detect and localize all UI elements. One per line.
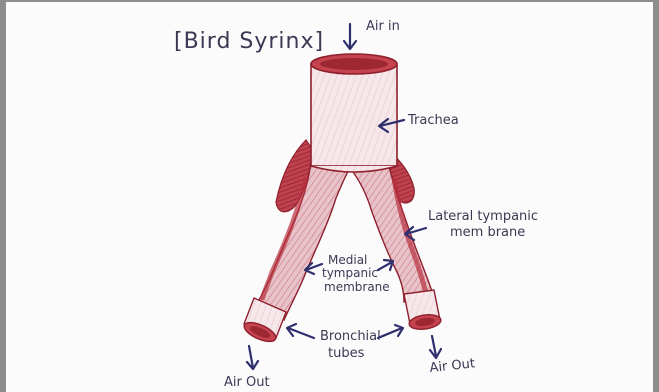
right-tube-end bbox=[404, 290, 442, 331]
medial-membrane-label-line3: membrane bbox=[324, 280, 390, 294]
air-out-right-label: Air Out bbox=[429, 356, 476, 376]
medial-membrane-label-line1: Medial bbox=[328, 253, 367, 267]
bronchial-label-line2: tubes bbox=[328, 346, 365, 361]
trachea-cylinder bbox=[311, 54, 397, 172]
lateral-membrane-label-line1: Lateral tympanic bbox=[428, 209, 538, 224]
medial-membrane-label-line2: tympanic bbox=[322, 266, 378, 280]
air-in-arrow bbox=[344, 24, 356, 49]
medial-membrane-arrow-right bbox=[378, 260, 393, 270]
air-out-right-arrow bbox=[430, 336, 441, 358]
lateral-membrane-label-line2: mem brane bbox=[450, 225, 525, 240]
air-in-label: Air in bbox=[366, 19, 400, 34]
diagram-title: [Bird Syrinx] bbox=[174, 29, 324, 54]
trachea-label: Trachea bbox=[407, 113, 459, 128]
air-out-left-label: Air Out bbox=[224, 375, 270, 390]
bronchial-arrow-left bbox=[287, 324, 314, 338]
drawing-canvas: [Bird Syrinx] Air in bbox=[6, 2, 653, 392]
left-bronchus bbox=[256, 162, 350, 320]
air-out-left-arrow bbox=[247, 346, 258, 369]
bronchial-label-line1: Bronchial bbox=[320, 329, 381, 344]
bronchial-arrow-right bbox=[378, 325, 403, 338]
